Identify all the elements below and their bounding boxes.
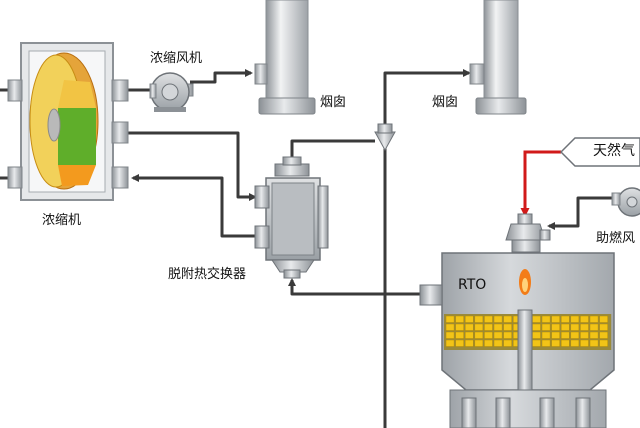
natural-gas-tag-shape: [559, 137, 640, 167]
desorption-heat-exchanger: [254, 156, 329, 279]
pipe-rto-to-exchanger: [288, 278, 420, 296]
media-block: [580, 339, 589, 347]
label-chimney-right: 烟囱: [432, 95, 459, 110]
media-block: [551, 315, 560, 323]
media-block: [560, 315, 570, 323]
media-block: [445, 315, 455, 323]
media-block: [455, 331, 464, 339]
media-block: [541, 315, 551, 323]
label-chimney-left: 烟囱: [320, 95, 347, 110]
media-block: [560, 339, 570, 347]
natural-gas-line: [520, 150, 561, 217]
media-block: [541, 339, 551, 347]
media-block: [589, 323, 599, 331]
pipe-combustion-air: [547, 196, 617, 230]
chimney-left: [254, 0, 316, 115]
media-block: [541, 323, 551, 331]
media-block: [464, 339, 474, 347]
media-block: [532, 339, 541, 347]
media-block: [560, 323, 570, 331]
media-block: [464, 323, 474, 331]
chimney-right: [469, 0, 527, 115]
concentrator-rotor: [29, 52, 99, 190]
media-block: [570, 315, 580, 323]
concentrator-fan: [149, 72, 194, 112]
media-block: [570, 339, 580, 347]
media-block: [484, 339, 493, 347]
media-block: [599, 339, 608, 347]
media-block: [503, 331, 512, 339]
three-way-valve: [374, 123, 396, 152]
media-block: [445, 339, 455, 347]
media-block: [532, 331, 541, 339]
media-block: [455, 339, 464, 347]
media-block: [503, 315, 512, 323]
media-block: [532, 315, 541, 323]
label-desorption-heat-exchanger: 脱附热交换器: [168, 267, 247, 282]
media-block: [589, 339, 599, 347]
media-block: [445, 331, 455, 339]
burner: [505, 213, 551, 253]
media-block: [474, 323, 484, 331]
pipe-riser-to-chimney: [383, 69, 471, 77]
media-block: [589, 315, 599, 323]
media-block: [464, 315, 474, 323]
media-block: [503, 339, 512, 347]
media-block: [464, 331, 474, 339]
media-block: [493, 323, 503, 331]
media-block: [493, 331, 503, 339]
concentrator: [7, 42, 129, 201]
media-block: [532, 323, 541, 331]
media-block: [551, 331, 560, 339]
label-natural-gas: 天然气: [593, 143, 635, 159]
media-block: [455, 323, 464, 331]
media-block: [474, 339, 484, 347]
label-concentrator: 浓缩机: [42, 213, 82, 228]
media-block: [541, 331, 551, 339]
media-block: [580, 315, 589, 323]
label-combustion-fan: 助燃风: [596, 231, 636, 246]
media-block: [560, 331, 570, 339]
media-block: [493, 339, 503, 347]
combustion-fan: [611, 187, 640, 217]
label-rto: RTO: [458, 277, 487, 293]
media-block: [484, 331, 493, 339]
media-block: [570, 331, 580, 339]
media-block: [580, 323, 589, 331]
media-block: [503, 323, 512, 331]
media-block: [551, 339, 560, 347]
pipe-fan-to-chimney: [190, 69, 253, 84]
media-block: [474, 315, 484, 323]
media-block: [580, 331, 589, 339]
pipe-concentrator-to-exchanger: [128, 131, 257, 201]
media-block: [445, 323, 455, 331]
media-block: [599, 331, 608, 339]
pipe-exchanger-to-concentrator: [131, 174, 255, 238]
media-block: [589, 331, 599, 339]
media-block: [570, 323, 580, 331]
media-block: [599, 315, 608, 323]
label-concentrator-fan: 浓缩风机: [150, 51, 203, 66]
media-block: [493, 315, 503, 323]
media-block: [474, 331, 484, 339]
media-block: [484, 315, 493, 323]
media-block: [599, 323, 608, 331]
media-block: [455, 315, 464, 323]
rto-unit: [419, 213, 615, 428]
media-block: [484, 323, 493, 331]
media-block: [551, 323, 560, 331]
